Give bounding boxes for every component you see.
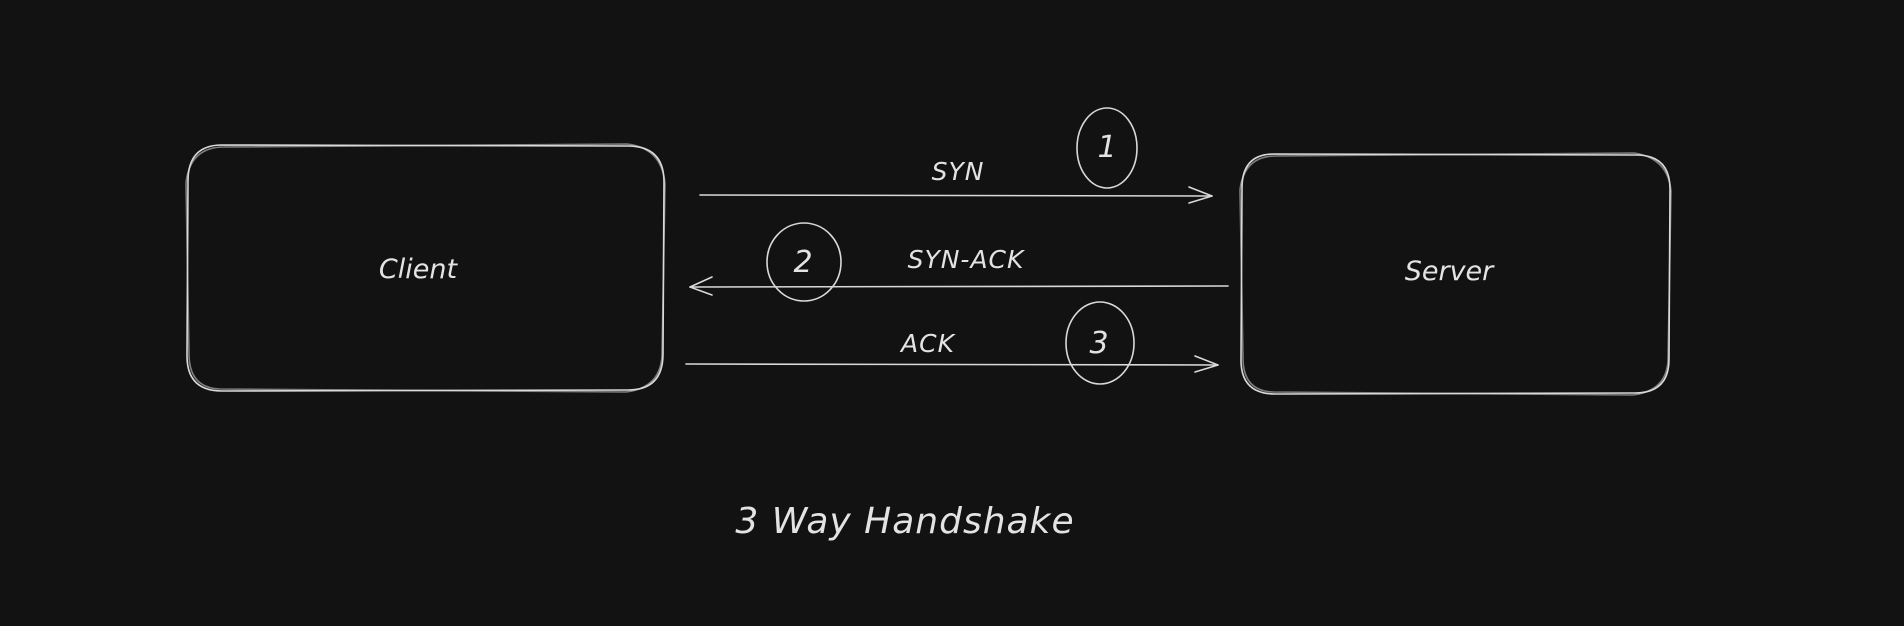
synack-arrow-line [689, 285, 1229, 288]
step-3-circle [1065, 301, 1135, 385]
syn-message: SYN 1 [699, 107, 1213, 204]
step-3-number: 3 [1089, 326, 1108, 361]
synack-message: SYN-ACK 2 [689, 222, 1229, 302]
synack-arrow-head [689, 276, 713, 296]
server-node: Server [1239, 152, 1672, 396]
client-label: Client [379, 254, 459, 285]
synack-label: SYN-ACK [908, 245, 1026, 274]
ack-arrow-head [1194, 355, 1219, 373]
syn-arrow-head [1188, 186, 1213, 204]
ack-label: ACK [899, 329, 957, 358]
step-2-number: 2 [793, 245, 812, 280]
client-box-trace [185, 143, 666, 393]
server-box-trace [1239, 152, 1672, 396]
diagram-caption: 3 Way Handshake [735, 501, 1074, 542]
server-label: Server [1405, 256, 1495, 287]
client-node: Client [185, 143, 666, 393]
syn-arrow-line [699, 194, 1213, 197]
syn-label: SYN [932, 157, 985, 186]
step-2-circle [766, 222, 842, 302]
ack-message: ACK 3 [685, 301, 1219, 385]
step-1-circle [1076, 107, 1138, 189]
step-1-number: 1 [1097, 130, 1116, 165]
ack-arrow-line [685, 363, 1219, 366]
